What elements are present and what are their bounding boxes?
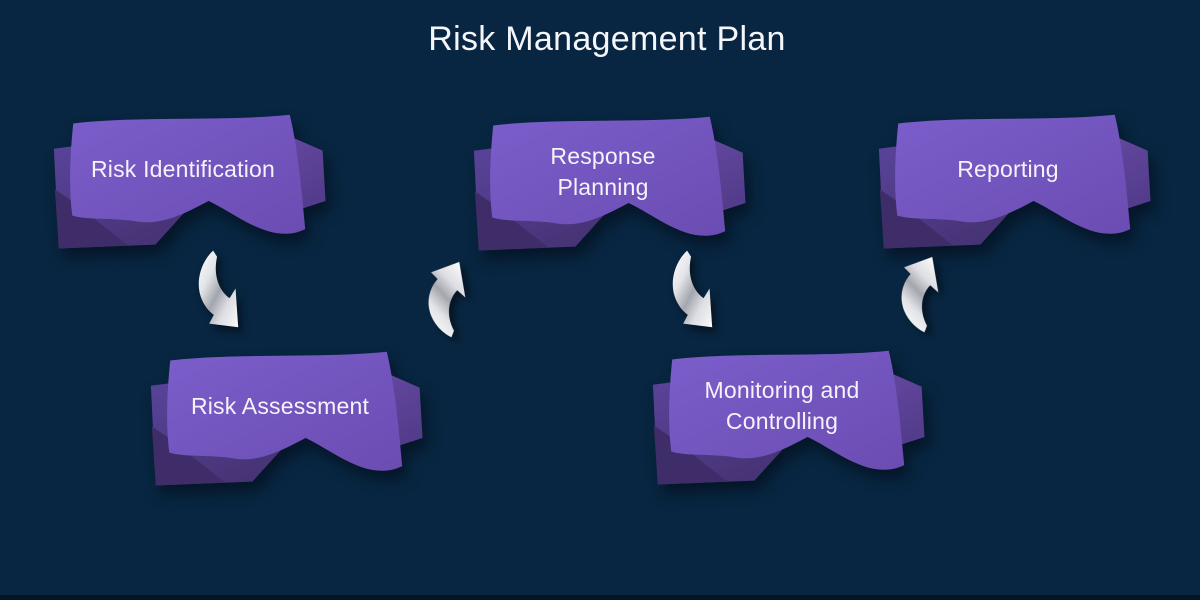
step-banner-risk-assessment: Risk Assessment (148, 345, 438, 503)
step-banner-reporting: Reporting (876, 108, 1166, 266)
step-label-monitoring-and-controlling: Monitoring and Controlling (704, 376, 860, 434)
step-banner-response-planning: Response Planning (471, 110, 761, 268)
step-label-response-planning: Response Planning (550, 142, 656, 200)
step-banner-risk-identification: Risk Identification (51, 108, 341, 266)
page-title: Risk Management Plan (428, 20, 786, 58)
step-label-risk-identification: Risk Identification (90, 156, 276, 183)
bottom-edge-strip (0, 595, 1200, 600)
curved-arrow-down-icon (192, 248, 258, 336)
step-label-risk-assessment: Risk Assessment (190, 393, 370, 420)
curved-arrow-down-icon (666, 248, 732, 336)
step-banner-monitoring-and-controlling: Monitoring and Controlling (650, 344, 940, 502)
step-label-reporting: Reporting (957, 156, 1059, 183)
